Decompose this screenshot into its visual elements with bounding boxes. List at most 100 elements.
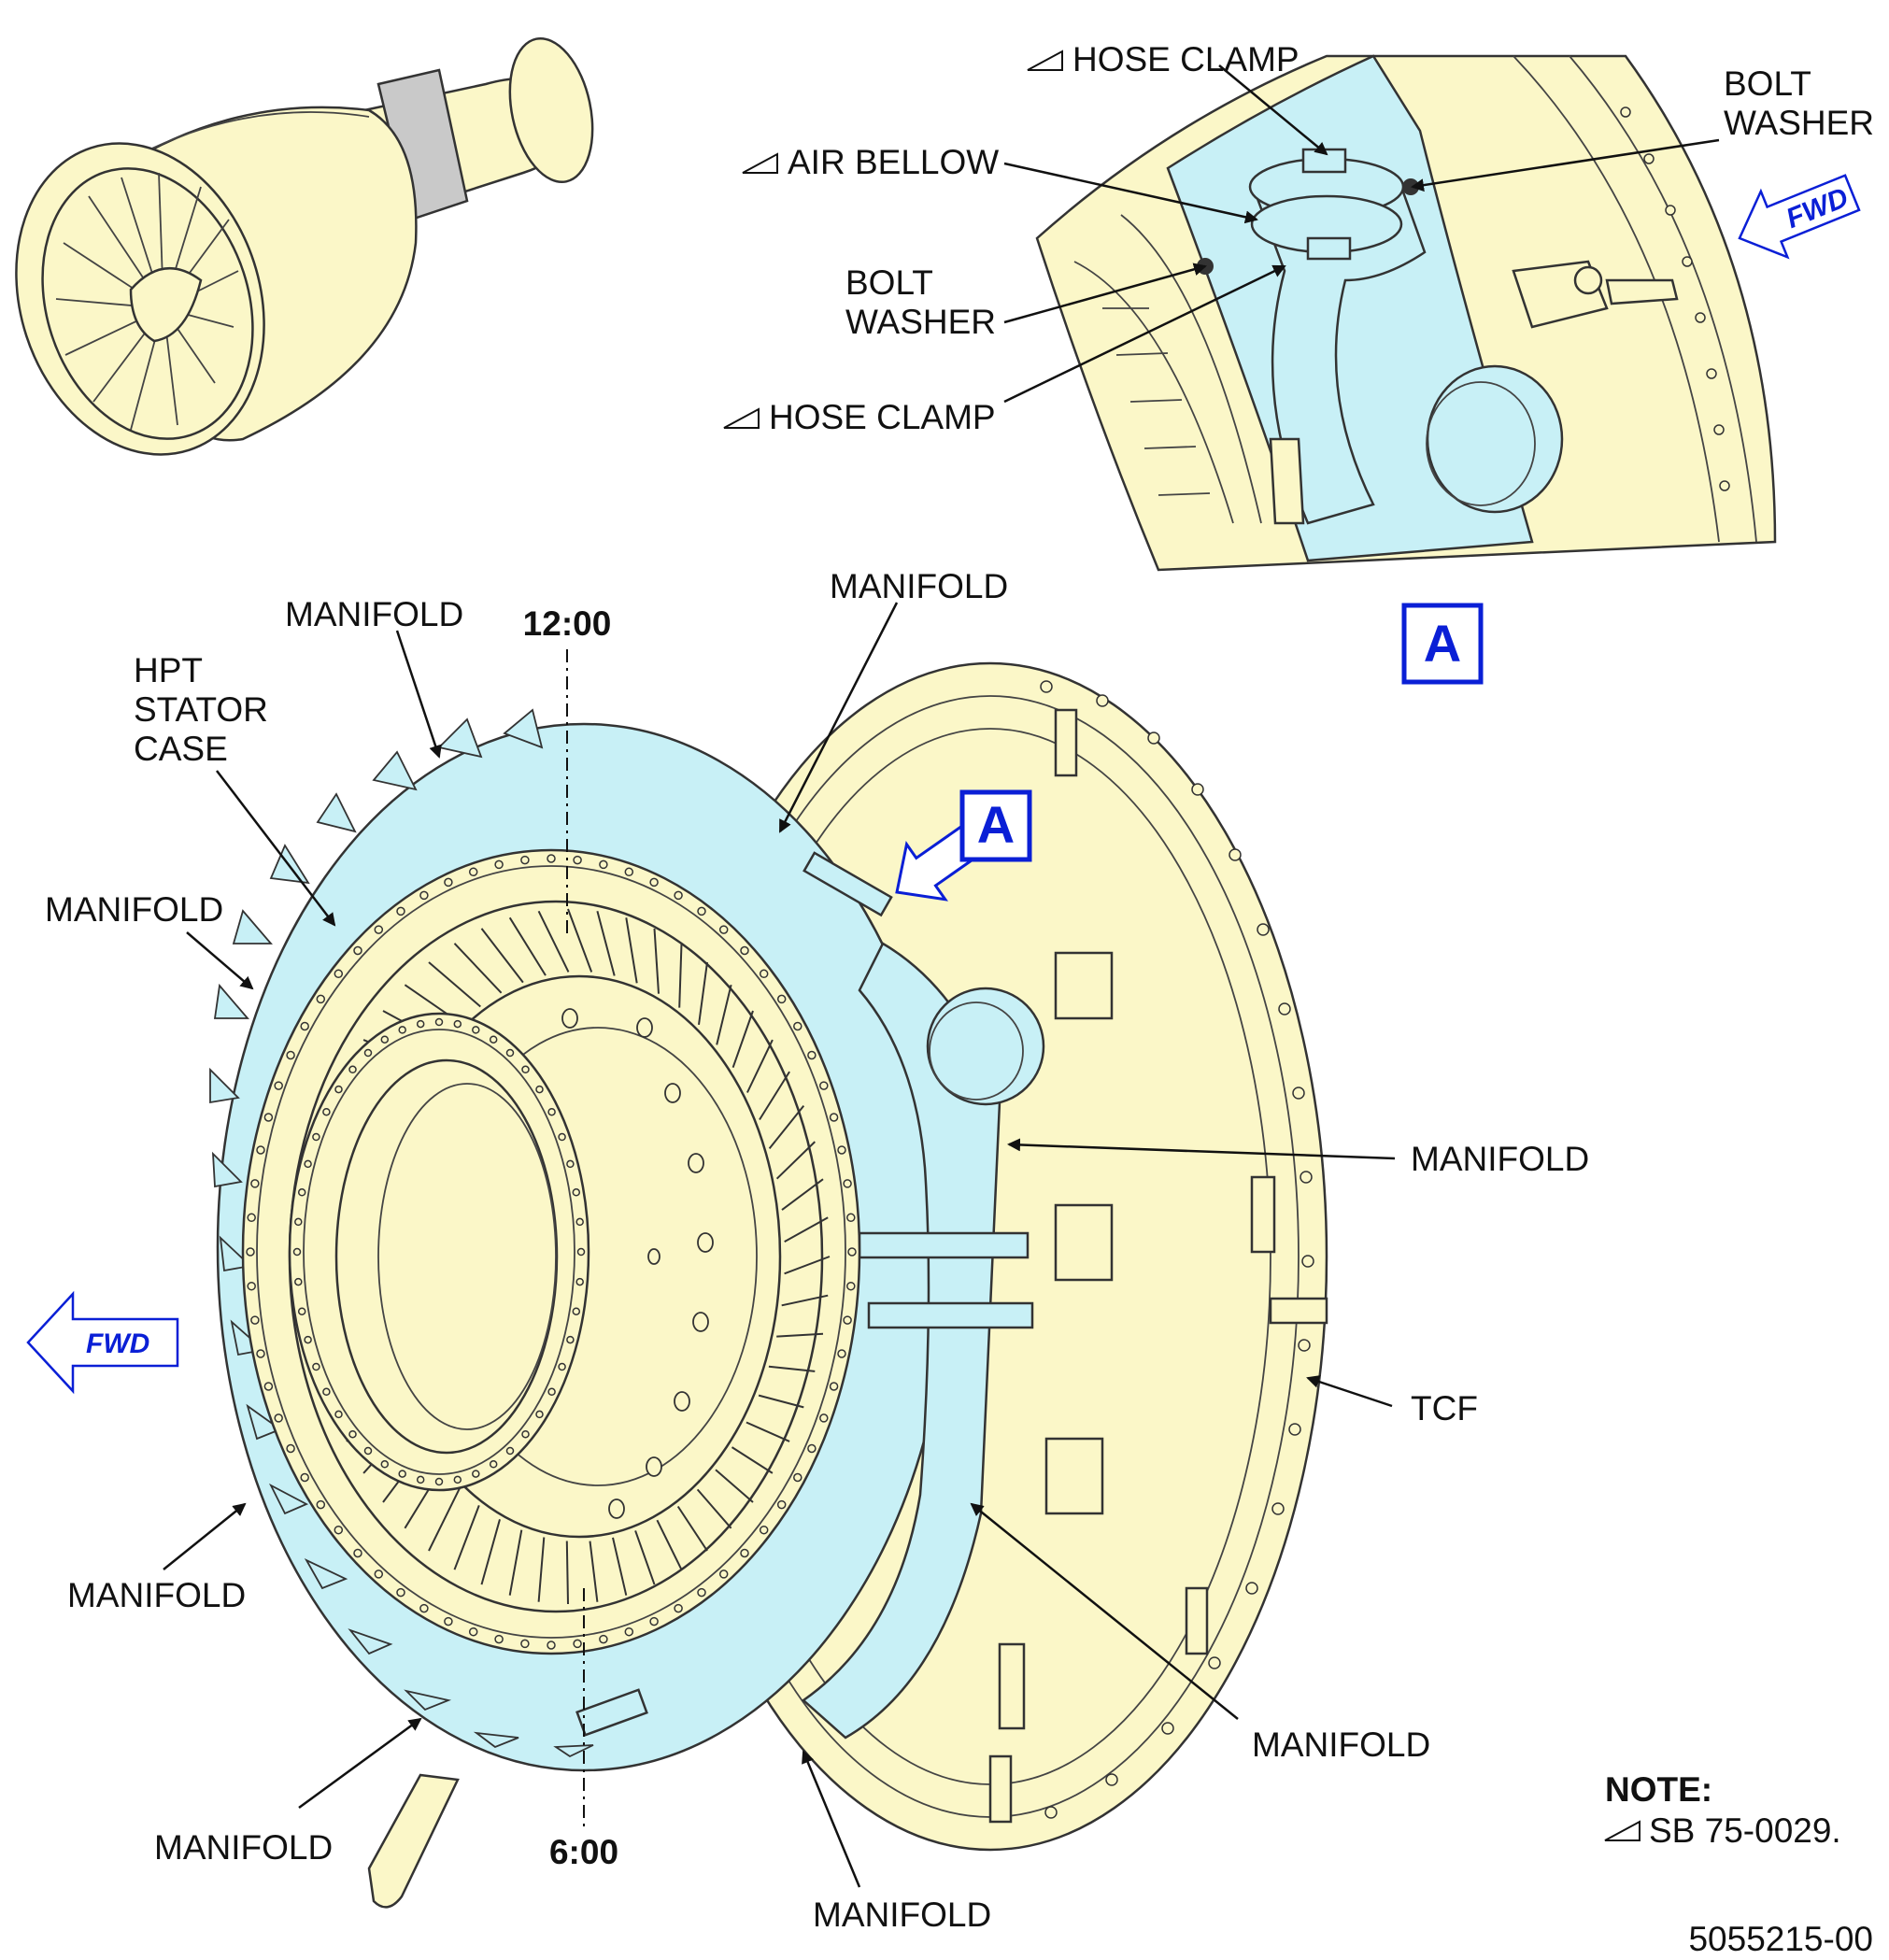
flange-bolt — [521, 1065, 530, 1074]
flange-bolt — [353, 1548, 362, 1558]
detail-flag-a-label: A — [1424, 614, 1461, 673]
hose-clamp-bottom-label: HOSE CLAMP — [769, 398, 996, 436]
flange-bolt — [286, 1050, 295, 1060]
stator-vane — [784, 1216, 829, 1243]
note-title: NOTE: — [1605, 1770, 1712, 1809]
engine-locator-icon — [15, 36, 594, 456]
fwd-label-main: FWD — [86, 1328, 149, 1359]
flange-bolt — [718, 925, 729, 934]
flange-bolt — [263, 1113, 274, 1122]
flange-bolt — [294, 1217, 303, 1227]
flange-bolt — [472, 1470, 480, 1478]
stator-vane — [768, 1104, 805, 1150]
flange-bolt — [649, 1616, 659, 1626]
stator-vane — [656, 1519, 683, 1570]
manifold-lower-left-label: MANIFOLD — [67, 1576, 246, 1614]
washer-label-left: WASHER — [845, 303, 996, 341]
flange-bolt — [829, 1382, 839, 1391]
stator-vane — [698, 961, 708, 1026]
stator-vane — [625, 917, 638, 984]
flange-bolt — [520, 1639, 530, 1649]
flange-bolt — [718, 1569, 729, 1579]
note-text: SB 75-0029. — [1649, 1811, 1841, 1850]
flange-bolt — [599, 1634, 608, 1644]
flange-bolt — [793, 1021, 802, 1031]
flange-bolt — [494, 1634, 504, 1644]
manifold-top-label: MANIFOLD — [830, 567, 1008, 605]
stator-vane — [612, 1537, 628, 1596]
flange-bolt — [576, 1247, 586, 1257]
stator-vane — [696, 1488, 732, 1529]
flange-bolt — [453, 1475, 462, 1484]
flange-bolt — [297, 1188, 306, 1197]
bolt-label-left: BOLT — [845, 263, 933, 302]
flange-bolt — [316, 994, 326, 1004]
flange-bolt — [380, 1035, 390, 1044]
stator-vane — [781, 1294, 829, 1307]
main-engine-view: 12:00 6:00 MANIFOLD HPT STATOR CASE MANI… — [26, 567, 1589, 1934]
flange-bolt — [416, 1475, 425, 1484]
flange-bolt — [353, 945, 362, 956]
flange-bolt — [674, 890, 683, 901]
service-bulletin-triangle-icon — [1604, 1820, 1640, 1841]
flange-bolt — [416, 1019, 425, 1029]
stator-vane — [508, 1529, 523, 1596]
flange-bolt — [363, 1446, 373, 1456]
flange-bolt — [304, 1335, 312, 1344]
stator-vane — [480, 1519, 501, 1585]
stator-vane — [784, 1256, 831, 1275]
bolt-label-right: BOLT — [1724, 64, 1811, 103]
flange-bolt — [334, 969, 344, 979]
flange-bolt — [846, 1213, 856, 1223]
flange-bolt — [444, 877, 453, 888]
flange-bolt — [521, 1429, 530, 1439]
flange-bolt — [304, 1159, 312, 1169]
flange-bolt — [547, 1107, 556, 1116]
flange-bolt — [572, 1307, 581, 1315]
flange-bolt — [444, 1616, 453, 1626]
stator-vane — [508, 916, 547, 976]
flange-bolt — [494, 859, 504, 870]
manifold-bottom-left-label: MANIFOLD — [154, 1828, 333, 1867]
service-bulletin-triangle-icon — [742, 152, 778, 174]
flange-bolt — [468, 1626, 478, 1637]
flange-bolt — [837, 1145, 846, 1155]
flange-bolt — [334, 1085, 343, 1094]
flange-bolt — [250, 1179, 260, 1188]
flange-bolt — [380, 1460, 390, 1469]
stator-vane — [480, 928, 524, 984]
flange-bolt — [334, 1410, 343, 1419]
flange-bolt — [535, 1410, 544, 1419]
manifold-top-left-label: MANIFOLD — [285, 595, 463, 633]
flange-bolt — [398, 1026, 406, 1034]
flange-bolt — [348, 1065, 357, 1074]
manifold-bottom-right-label: MANIFOLD — [1252, 1726, 1430, 1764]
flange-bolt — [847, 1247, 857, 1257]
flange-bolt — [505, 1048, 515, 1058]
flange-bolt — [312, 1362, 320, 1371]
stator-vane — [776, 1332, 824, 1338]
flange-bolt — [573, 1639, 582, 1649]
flange-bolt — [520, 855, 530, 865]
case-label: CASE — [134, 730, 228, 768]
manifold-right-label: MANIFOLD — [1411, 1140, 1589, 1178]
flange-bolt — [505, 1446, 515, 1456]
stator-vane — [678, 943, 683, 1008]
stator-vane — [537, 910, 570, 973]
flange-bolt — [697, 1587, 706, 1598]
flange-bolt — [396, 906, 405, 916]
flange-bolt — [547, 1387, 556, 1397]
stator-vane — [589, 1541, 599, 1602]
flange-bolt — [294, 1277, 303, 1286]
clock-6-label: 6:00 — [549, 1833, 618, 1871]
stator-label: STATOR — [134, 690, 268, 729]
flange-bolt — [297, 1307, 306, 1315]
flange-bolt — [575, 1217, 584, 1227]
detail-a-view: HOSE CLAMP AIR BELLOW BOLT WASHER HOSE C… — [723, 40, 1874, 685]
flange-bolt — [250, 1315, 260, 1325]
flange-bolt — [396, 1587, 405, 1598]
stator-vane — [715, 1469, 754, 1503]
flange-bolt — [374, 925, 384, 934]
stator-vane — [731, 1446, 774, 1474]
